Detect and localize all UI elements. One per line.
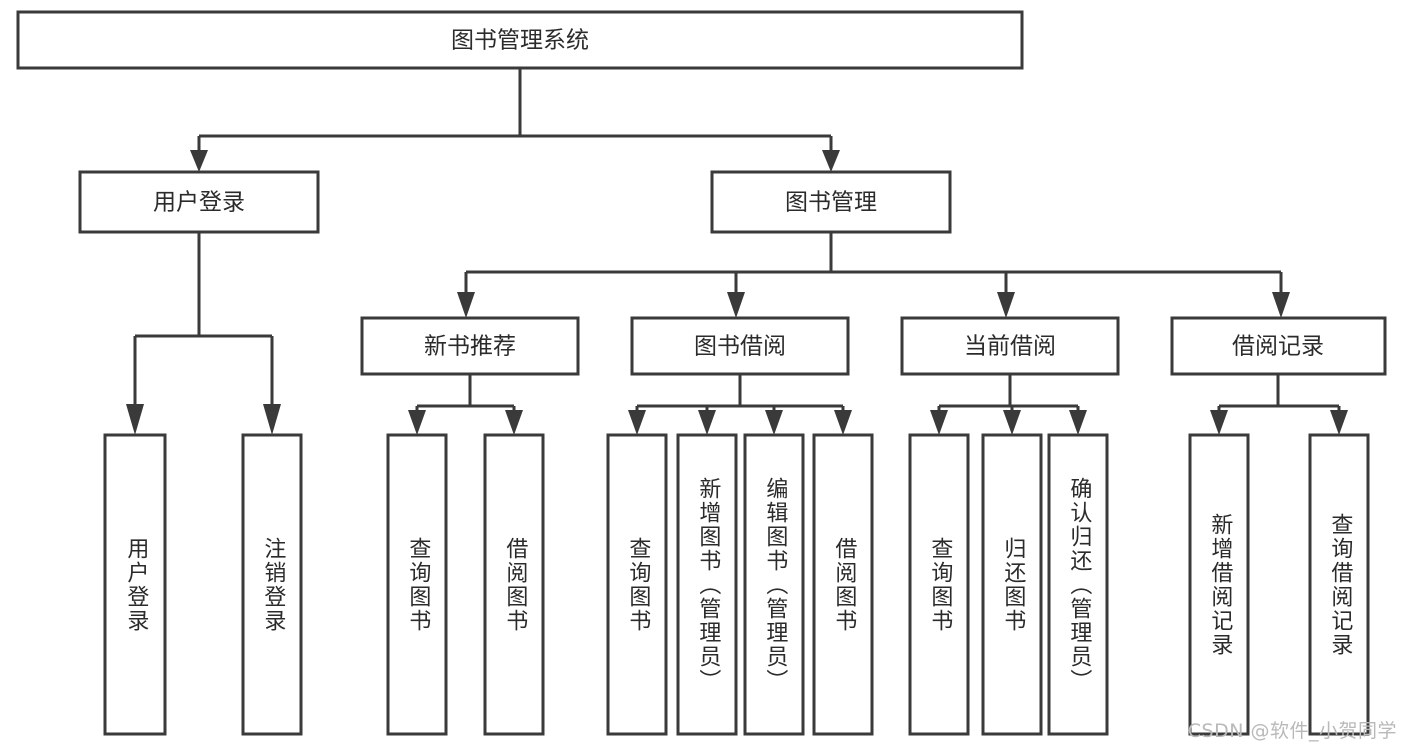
node-current-borrow-label: 当前借阅 (964, 334, 1056, 360)
node-new-book-recommend-label: 新书推荐 (424, 334, 516, 360)
node-book-borrow-label: 图书借阅 (694, 334, 786, 360)
node-current-borrow[interactable]: 当前借阅 (900, 316, 1120, 376)
node-new-book-recommend-box[interactable] (360, 316, 580, 376)
leaf-box[interactable] (386, 433, 448, 736)
connector-group-book-borrow (628, 374, 852, 435)
node-book-management-box[interactable] (710, 170, 952, 234)
leaf-box[interactable] (812, 433, 874, 736)
connector-group-current-borrow (930, 374, 1087, 435)
node-new-book-recommend[interactable]: 新书推荐 (360, 316, 580, 376)
node-current-borrow-box[interactable] (900, 316, 1120, 376)
node-user-login[interactable]: 用户登录 (78, 170, 320, 234)
node-book-management-label: 图书管理 (785, 190, 877, 216)
leaf-box[interactable] (1047, 433, 1109, 736)
node-user-login-box[interactable] (78, 170, 320, 234)
connector-group-user-login (126, 232, 281, 435)
node-user-login-label: 用户登录 (153, 190, 245, 216)
node-borrow-record-label: 借阅记录 (1232, 334, 1324, 360)
node-book-borrow-box[interactable] (630, 316, 850, 376)
connector-group-borrow-record (1210, 374, 1348, 435)
leaf-box[interactable] (908, 433, 970, 736)
leaf-box[interactable] (1308, 433, 1370, 736)
leaf-box[interactable] (606, 433, 668, 736)
leaf-box[interactable] (676, 433, 738, 736)
node-book-management[interactable]: 图书管理 (710, 170, 952, 234)
leaf-box[interactable] (103, 433, 167, 736)
leaf-box[interactable] (241, 433, 303, 736)
arrowheads-level2 (190, 150, 840, 172)
node-root-box[interactable] (16, 10, 1024, 70)
leaf-box[interactable] (1188, 433, 1250, 736)
leaf-box[interactable] (981, 433, 1043, 736)
leaf-boxes (103, 433, 1370, 736)
node-root[interactable]: 图书管理系统 (16, 10, 1024, 70)
connector-group-new-book-recommend (408, 374, 523, 435)
connector-group-book-management (457, 232, 1290, 318)
node-borrow-record-box[interactable] (1170, 316, 1387, 376)
node-book-borrow[interactable]: 图书借阅 (630, 316, 850, 376)
connector-group-root (197, 68, 833, 160)
node-borrow-record[interactable]: 借阅记录 (1170, 316, 1387, 376)
leaf-box[interactable] (483, 433, 545, 736)
node-root-label: 图书管理系统 (451, 28, 589, 54)
leaf-box[interactable] (743, 433, 805, 736)
